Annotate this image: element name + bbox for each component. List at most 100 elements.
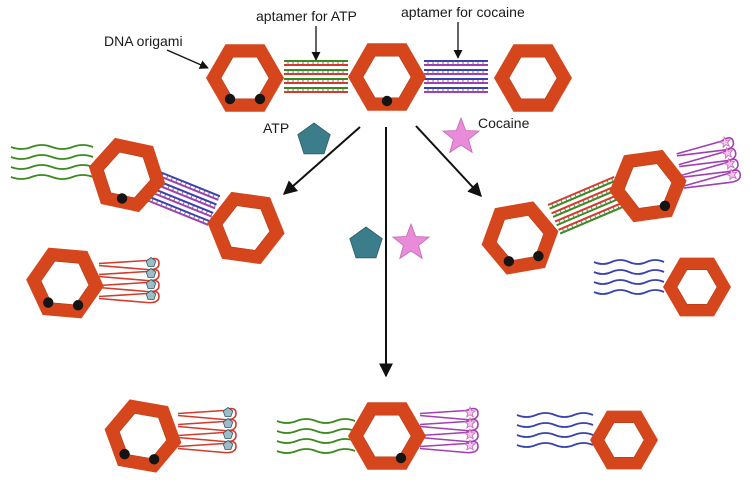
marker-dot	[72, 300, 84, 311]
bound-target	[463, 427, 477, 440]
cocaine-star	[718, 136, 731, 149]
single-strand	[10, 154, 94, 160]
marker-dot	[43, 297, 54, 308]
cocaine-star	[723, 157, 736, 171]
strand	[143, 197, 209, 226]
cocaine-star	[463, 416, 477, 429]
strand	[547, 175, 615, 206]
cocaine-molecule-top	[441, 116, 481, 154]
atp-aptamer-loops-bottom	[177, 407, 237, 454]
origami-released-atp	[26, 247, 104, 319]
bound-target	[145, 279, 157, 289]
origami-left-top	[206, 44, 284, 112]
atp-pentagon	[222, 407, 234, 417]
marker-dot	[381, 95, 393, 107]
marker-dot	[224, 93, 236, 105]
cocaine-star	[463, 405, 477, 418]
single-strand	[593, 269, 665, 275]
strand	[559, 204, 627, 235]
single-strand	[276, 438, 356, 444]
bound-target	[720, 146, 734, 160]
origami-bottom-center	[348, 402, 426, 470]
top-trimer	[206, 43, 572, 112]
cocaine-aptamer-loops-right	[676, 136, 742, 189]
single-strand	[276, 428, 356, 434]
strand	[146, 189, 213, 218]
atp-molecule-top	[297, 122, 331, 155]
duplex-atp-top	[284, 60, 348, 93]
product-atp-dimer	[10, 137, 285, 265]
atp-molecule-mid	[349, 226, 383, 259]
green-tails-bottom	[276, 418, 356, 454]
origami-dimer-d	[609, 149, 687, 223]
cocaine-star	[720, 146, 734, 160]
origami-cavity	[103, 151, 151, 199]
strand	[551, 184, 619, 215]
single-strand	[10, 174, 94, 180]
atp-pentagon	[145, 279, 157, 289]
strand	[558, 200, 626, 231]
bound-target	[145, 268, 157, 278]
bound-target	[463, 405, 477, 418]
strand	[147, 185, 214, 214]
single-strand	[593, 259, 665, 265]
origami-cavity	[508, 56, 558, 100]
origami-center-top	[348, 43, 426, 111]
green-tails-left	[10, 144, 94, 180]
cocaine-star	[725, 168, 738, 181]
arrow-atp-path	[282, 126, 361, 195]
duplex-cocaine-remaining	[143, 169, 221, 226]
cocaine-star	[463, 427, 477, 440]
marker-dot	[395, 452, 407, 464]
bound-target	[222, 440, 234, 450]
marker-dot	[119, 448, 130, 460]
marker-dot	[254, 93, 266, 105]
atp-aptamer-loops-left	[98, 257, 160, 304]
marker-dot	[533, 250, 544, 262]
product-cocaine-dimer	[481, 136, 742, 275]
label-atp: ATP	[263, 120, 289, 136]
cocaine-star	[441, 116, 481, 154]
bound-target	[222, 429, 234, 439]
single-strand	[276, 448, 356, 454]
origami-cavity	[362, 55, 412, 99]
origami-bottom-right	[590, 410, 658, 470]
product-cocaine-released	[593, 257, 731, 317]
bound-target	[725, 168, 738, 181]
bound-target	[222, 407, 234, 417]
strand	[153, 172, 219, 201]
atp-pentagon	[145, 257, 157, 267]
origami-released-cocaine	[663, 257, 731, 317]
strand	[556, 196, 624, 227]
bottom-products	[104, 399, 658, 473]
product-atp-released	[26, 247, 160, 319]
strand	[154, 169, 221, 198]
origami-dimer-a	[88, 137, 166, 213]
bound-target	[463, 438, 477, 451]
arrow-cocaine-path	[415, 125, 482, 198]
label-cocaine: Cocaine	[478, 115, 530, 131]
single-strand	[516, 412, 594, 418]
cocaine-molecule-mid	[391, 222, 431, 260]
duplex-cocaine-top	[424, 60, 488, 93]
single-strand	[593, 289, 665, 295]
atp-pentagon	[222, 440, 234, 450]
marker-dot	[148, 454, 160, 465]
label-aptamer-cocaine: aptamer for cocaine	[401, 4, 525, 20]
single-strand	[593, 279, 665, 285]
origami-dimer-c	[481, 201, 559, 275]
strand	[552, 187, 620, 218]
atp-pentagon	[145, 268, 157, 278]
label-aptamer-atp: aptamer for ATP	[256, 8, 357, 24]
atp-pentagon	[297, 122, 331, 155]
single-strand	[10, 144, 94, 150]
atp-pentagon	[222, 429, 234, 439]
blue-tails-right	[593, 259, 665, 295]
single-strand	[516, 442, 594, 448]
marker-dot	[659, 200, 671, 212]
origami-bottom-left	[104, 399, 182, 473]
origami-cavity	[603, 422, 645, 458]
blue-tails-bottom	[516, 412, 594, 448]
